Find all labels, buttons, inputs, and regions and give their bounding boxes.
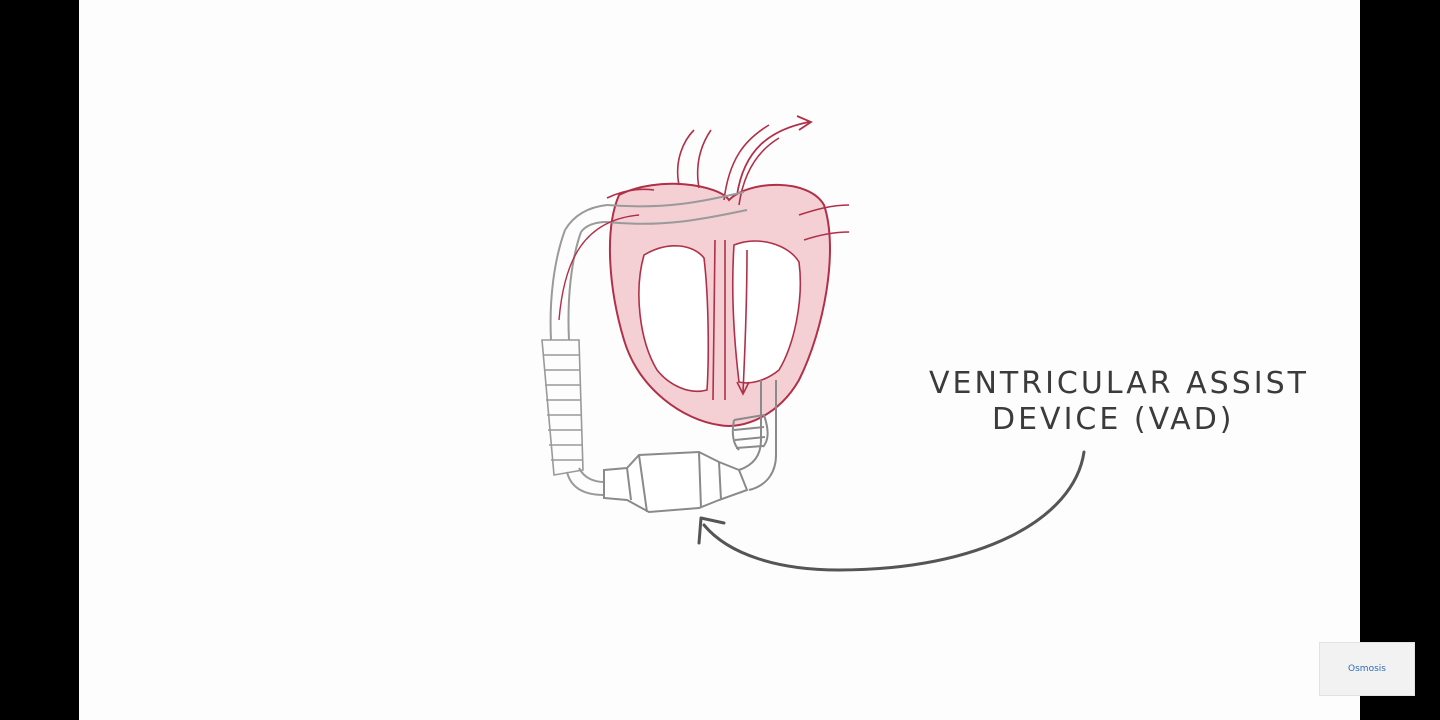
- outflow-arrow: [736, 121, 810, 196]
- pointer-arrow: [702, 450, 1086, 572]
- logo-text: Osmosis: [1348, 664, 1386, 674]
- inflow-cannula: [731, 380, 777, 491]
- logo-watermark[interactable]: Osmosis: [1319, 642, 1415, 696]
- outflow-arrowhead: [796, 115, 813, 131]
- right-chamber: [732, 240, 802, 384]
- graft-curve: [564, 204, 608, 233]
- graft-inner-line: [558, 214, 640, 321]
- septum: [712, 239, 726, 401]
- vad-diagram: [541, 115, 1086, 572]
- letterbox-right: [1360, 0, 1440, 720]
- vad-label-line-1: Ventricular assist: [929, 366, 1309, 401]
- inflow-arrowhead: [736, 381, 750, 396]
- graft-vertical: [549, 229, 582, 341]
- pointer-arrowhead: [697, 516, 726, 545]
- letterbox-left: [0, 0, 79, 720]
- video-frame: Ventricular assist Device (VAD): [79, 0, 1360, 720]
- pump-body: [603, 450, 749, 514]
- corrugated-tube: [541, 339, 584, 476]
- inflow-arrow: [742, 249, 748, 393]
- vad-label-line-2: Device (VAD): [992, 402, 1235, 437]
- left-chamber: [638, 244, 710, 392]
- outflow-graft: [606, 191, 748, 225]
- left-vessel-top: [606, 188, 850, 241]
- pump-connector: [566, 467, 605, 496]
- aorta-vessel: [676, 129, 712, 189]
- pulmonary-vessel: [723, 124, 780, 206]
